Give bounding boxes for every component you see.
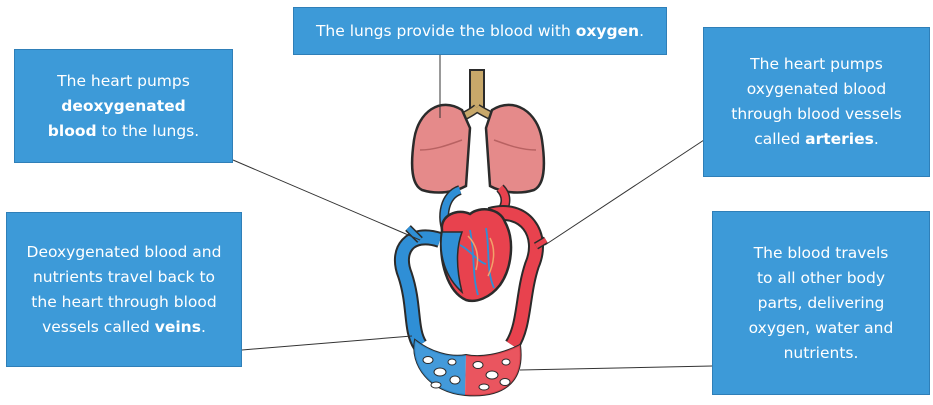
callout-body: The blood travels to all other body part… [712,211,930,395]
heart [441,209,511,301]
callout-body-line1: The blood travels [749,241,894,266]
callout-lungs: The lungs provide the blood with oxygen. [293,7,667,55]
callout-veins-post: . [201,318,206,336]
callout-veins: Deoxygenated blood and nutrients travel … [6,212,242,367]
callout-deoxygenated: The heart pumps deoxygenated blood to th… [14,49,233,163]
callout-veins-line2: nutrients travel back to [27,265,222,290]
callout-lungs-post: . [639,22,644,40]
callout-deoxygenated-line2: deoxygenated [61,97,185,115]
callout-veins-line4: vessels called [42,318,155,336]
callout-veins-line1: Deoxygenated blood and [27,240,222,265]
capillary-bed [414,340,520,395]
callout-arteries-bold: arteries [805,130,874,148]
callout-arteries-line2: oxygenated blood [731,77,902,102]
callout-veins-bold: veins [155,318,201,336]
callout-arteries-post: . [874,130,879,148]
callout-veins-line3: the heart through blood [27,290,222,315]
callout-arteries-line1: The heart pumps [731,52,902,77]
callout-body-line3: parts, delivering [749,291,894,316]
callout-arteries-line4: called [754,130,805,148]
callout-lungs-text: The lungs provide the blood with [316,22,576,40]
callout-arteries: The heart pumps oxygenated blood through… [703,27,930,177]
callout-arteries-line3: through blood vessels [731,102,902,127]
callout-lungs-bold: oxygen [576,22,639,40]
callout-body-line2: to all other body [749,266,894,291]
callout-deoxygenated-line3: to the lungs. [97,122,200,140]
left-lung [412,105,470,193]
callout-body-line5: nutrients. [749,341,894,366]
right-lung [486,105,544,193]
callout-body-line4: oxygen, water and [749,316,894,341]
callout-deoxygenated-line3-bold: blood [48,122,97,140]
callout-deoxygenated-line1: The heart pumps [48,69,199,94]
